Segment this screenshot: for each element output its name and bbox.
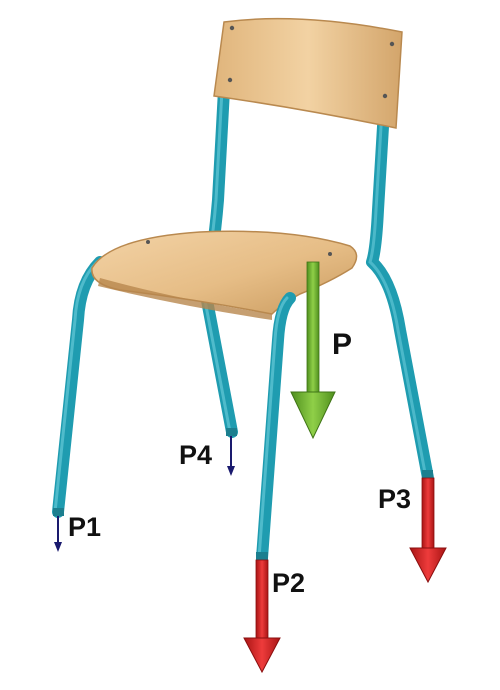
force-arrow-p2 [243, 559, 281, 674]
force-arrow-p4 [227, 436, 235, 476]
force-label-p2: P2 [272, 568, 306, 598]
leg-cap-p2 [256, 552, 268, 560]
force-label-p: P [332, 328, 353, 361]
front-right-leg [256, 292, 296, 564]
force-arrow-p1 [54, 516, 62, 552]
leg-cap-p4 [226, 428, 237, 436]
force-arrow-p [290, 261, 336, 440]
chair-backrest [213, 17, 403, 129]
leg-cap-p1 [53, 508, 64, 516]
force-label-p1: P1 [68, 512, 102, 542]
leg-cap-p3 [422, 470, 433, 478]
chair [52, 17, 434, 564]
force-label-p3: P3 [378, 484, 412, 514]
force-label-p4: P4 [179, 440, 213, 470]
force-arrow-p3 [409, 477, 447, 584]
